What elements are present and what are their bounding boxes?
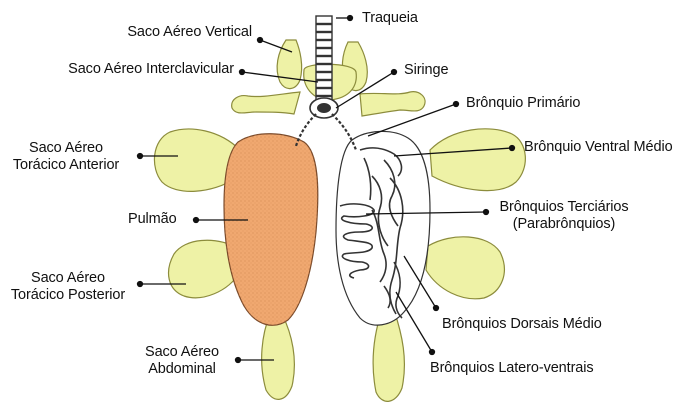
label-saco-toracico-anterior-line2: Torácico Anterior (0, 157, 132, 174)
label-saco-toracico-posterior-line1: Saco Aéreo (0, 270, 136, 287)
label-bronquio-primario: Brônquio Primário (466, 95, 580, 112)
label-pulmao: Pulmão (128, 211, 177, 228)
label-saco-aereo-abdominal-line1: Saco Aéreo (132, 344, 232, 361)
label-saco-toracico-posterior-line2: Torácico Posterior (0, 287, 136, 304)
label-bronquio-ventral-medio: Brônquio Ventral Médio (524, 139, 673, 156)
label-bronquios-latero-ventrais: Brônquios Latero-ventrais (430, 360, 594, 377)
arm-right-shape (360, 92, 425, 116)
saco-toracico-anterior-right-shape (430, 129, 525, 191)
label-bronquios-terciarios: Brônquios Terciários (Parabrônquios) (486, 199, 642, 233)
label-saco-aereo-abdominal-line2: Abdominal (132, 361, 232, 378)
saco-abdominal-left-shape (262, 314, 295, 399)
label-saco-toracico-anterior: Saco Aéreo Torácico Anterior (0, 140, 132, 174)
label-bronquios-terciarios-line2: (Parabrônquios) (486, 216, 642, 233)
arm-left-shape (232, 92, 300, 114)
right-lung-outline (336, 131, 430, 325)
label-bronquios-terciarios-line1: Brônquios Terciários (486, 199, 642, 216)
label-saco-aereo-vertical: Saco Aéreo Vertical (82, 24, 252, 41)
label-saco-aereo-abdominal: Saco Aéreo Abdominal (132, 344, 232, 378)
label-bronquios-dorsais-medio: Brônquios Dorsais Médio (442, 316, 602, 333)
label-saco-toracico-anterior-line1: Saco Aéreo (0, 140, 132, 157)
label-saco-toracico-posterior: Saco Aéreo Torácico Posterior (0, 270, 136, 304)
label-traqueia: Traqueia (362, 10, 418, 27)
label-saco-aereo-interclavicular: Saco Aéreo Interclavicular (40, 61, 234, 78)
saco-toracico-posterior-right-shape (426, 237, 504, 299)
pulmao-texture (224, 134, 318, 326)
label-siringe: Siringe (404, 62, 448, 79)
